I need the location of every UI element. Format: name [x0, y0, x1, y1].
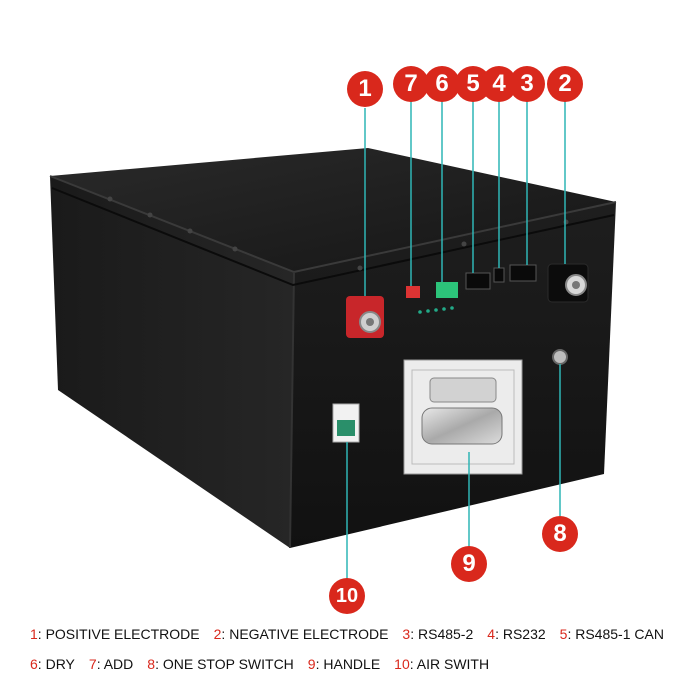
handle — [403, 359, 523, 475]
legend-item-9: 9: HANDLE — [307, 656, 381, 672]
rs485-2-port — [509, 264, 537, 282]
one-stop-switch — [552, 349, 568, 365]
negative-terminal — [547, 263, 589, 303]
positive-terminal — [346, 296, 384, 338]
leader-lines — [346, 100, 566, 582]
legend-item-7: 7: ADD — [88, 656, 134, 672]
rs232-port — [493, 267, 505, 283]
legend-item-2: 2: NEGATIVE ELECTRODE — [213, 626, 389, 642]
callout-9: 9 — [451, 546, 487, 582]
legend-item-6: 6: DRY — [30, 656, 75, 672]
callout-8: 8 — [542, 516, 578, 552]
legend-item-4: 4: RS232 — [487, 626, 546, 642]
callout-1: 1 — [347, 71, 383, 107]
legend-item-8: 8: ONE STOP SWITCH — [147, 656, 294, 672]
legend-item-5: 5: RS485-1 CAN — [559, 626, 664, 642]
dry-contact-port — [436, 282, 458, 298]
battery-top-face — [50, 148, 616, 272]
battery-left-face — [50, 176, 294, 548]
legend-row-1: 1: POSITIVE ELECTRODE 2: NEGATIVE ELECTRO… — [30, 626, 664, 642]
callout-6: 6 — [424, 66, 460, 102]
callout-3: 3 — [509, 66, 545, 102]
callout-2: 2 — [547, 66, 583, 102]
legend-row-2: 6: DRY 7: ADD 8: ONE STOP SWITCH 9: HANDLE 1… — [30, 656, 489, 672]
rs485-1-can-port — [465, 272, 491, 290]
dip-switch — [406, 286, 420, 298]
callout-7: 7 — [393, 66, 429, 102]
callout-10: 10 — [329, 578, 365, 614]
air-switch — [332, 403, 360, 443]
legend-item-10: 10: AIR SWITH — [394, 656, 490, 672]
legend-item-1: 1: POSITIVE ELECTRODE — [30, 626, 200, 642]
legend-item-3: 3: RS485-2 — [402, 626, 474, 642]
